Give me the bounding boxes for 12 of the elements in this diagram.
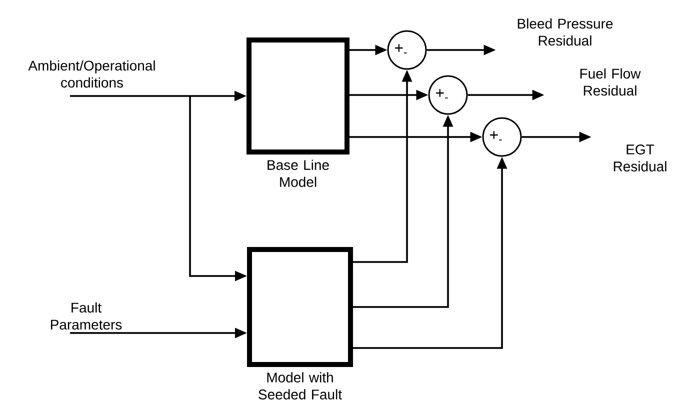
signal-label: Fault Parameters [50, 302, 122, 330]
summing-junction: +$_{-}$ [428, 75, 468, 115]
summing-junction: +$_{-}$ [482, 117, 522, 157]
node-label: Base Line Model [268, 160, 329, 187]
signal-label: Fuel Flow Residual [580, 68, 641, 96]
signal-label: Ambient/Operational conditions [28, 60, 155, 88]
summing-junction: +$_{-}$ [387, 30, 427, 70]
node-label: Model with Seeded Fault [258, 372, 342, 400]
block-box: Model with Seeded Fault [247, 247, 353, 400]
signal-label: EGT Residual [614, 144, 666, 172]
block-box: Base Line Model [246, 38, 350, 187]
signal-label: Bleed Pressure Residual [518, 18, 613, 46]
